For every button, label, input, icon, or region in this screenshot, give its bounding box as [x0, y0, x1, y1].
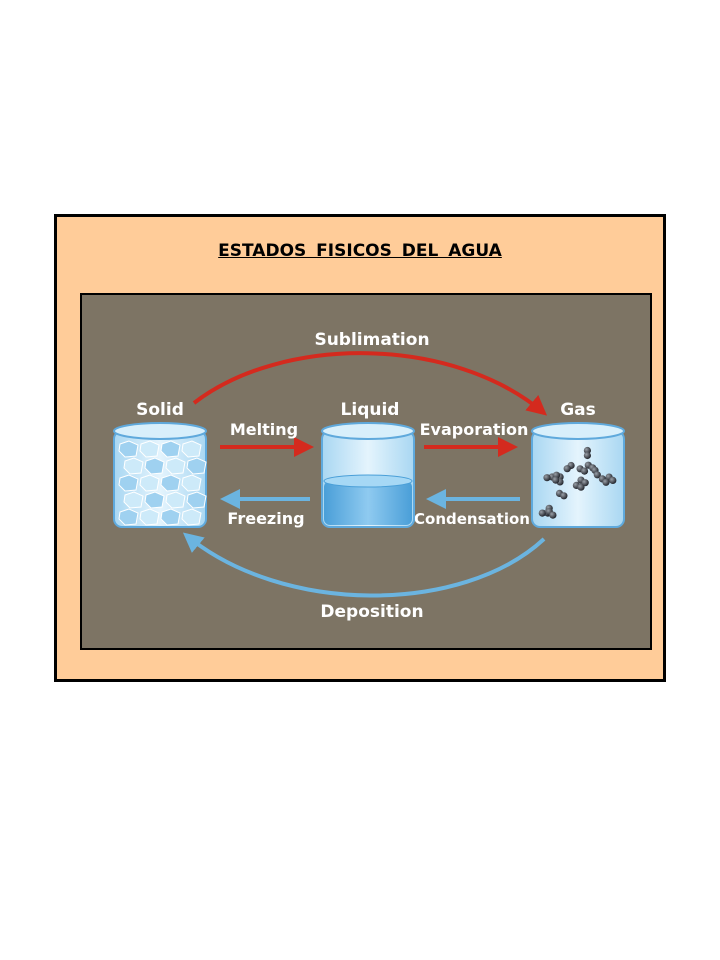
ice-cube — [160, 474, 181, 492]
gas-molecules — [538, 446, 617, 519]
ice-cube — [181, 440, 202, 458]
ice-cube — [139, 474, 160, 492]
solid-label: Solid — [136, 400, 184, 420]
ice-cube — [186, 457, 207, 475]
gas-molecule — [581, 479, 589, 487]
ice-cube — [144, 457, 165, 475]
page-title: ESTADOS FISICOS DEL AGUA — [218, 241, 502, 261]
gas-molecule — [577, 483, 585, 491]
liquid-label: Liquid — [341, 400, 400, 420]
deposition-label: Deposition — [320, 602, 423, 622]
ice-cube — [160, 440, 181, 458]
freezing-label: Freezing — [227, 509, 304, 528]
ice-cube — [160, 508, 181, 526]
gas-molecule — [602, 478, 610, 486]
ice-cube — [165, 457, 186, 475]
liquid-beaker — [321, 422, 415, 528]
gas-beaker — [531, 422, 625, 528]
gas-molecule — [538, 509, 546, 517]
ice-cubes — [118, 440, 207, 526]
gas-molecule — [560, 492, 568, 500]
gas-molecule — [593, 471, 601, 479]
condensation-label: Condensation — [414, 510, 530, 528]
water-states-panel: Sublimation Deposition Solid Liquid Gas … — [80, 293, 652, 650]
sublimation-label: Sublimation — [314, 330, 429, 350]
gas-molecule — [552, 476, 560, 484]
diagram-frame: ESTADOS FISICOS DEL AGUA — [54, 214, 666, 682]
gas-molecule — [563, 465, 571, 473]
deposition-arrow — [182, 532, 546, 598]
ice-cube — [139, 440, 160, 458]
gas-molecule — [549, 511, 557, 519]
ice-cube — [118, 440, 139, 458]
ice-cube — [181, 508, 202, 526]
melting-label: Melting — [230, 420, 298, 439]
ice-cube — [181, 474, 202, 492]
ice-cube — [118, 474, 139, 492]
solid-beaker — [113, 422, 207, 528]
ice-cube — [144, 491, 165, 509]
sublimation-arrow — [192, 351, 548, 416]
gas-label: Gas — [560, 400, 596, 420]
ice-cube — [118, 508, 139, 526]
ice-cube — [186, 491, 207, 509]
evaporation-label: Evaporation — [420, 420, 529, 439]
ice-cube — [165, 491, 186, 509]
gas-molecule — [583, 446, 591, 455]
ice-cube — [139, 508, 160, 526]
gas-molecule — [543, 474, 551, 482]
gas-molecule — [609, 476, 617, 484]
water-states-diagram: Sublimation Deposition Solid Liquid Gas … — [113, 330, 625, 622]
ice-cube — [123, 457, 144, 475]
gas-molecule — [583, 451, 591, 460]
ice-cube — [123, 491, 144, 509]
gas-molecule — [580, 467, 589, 475]
